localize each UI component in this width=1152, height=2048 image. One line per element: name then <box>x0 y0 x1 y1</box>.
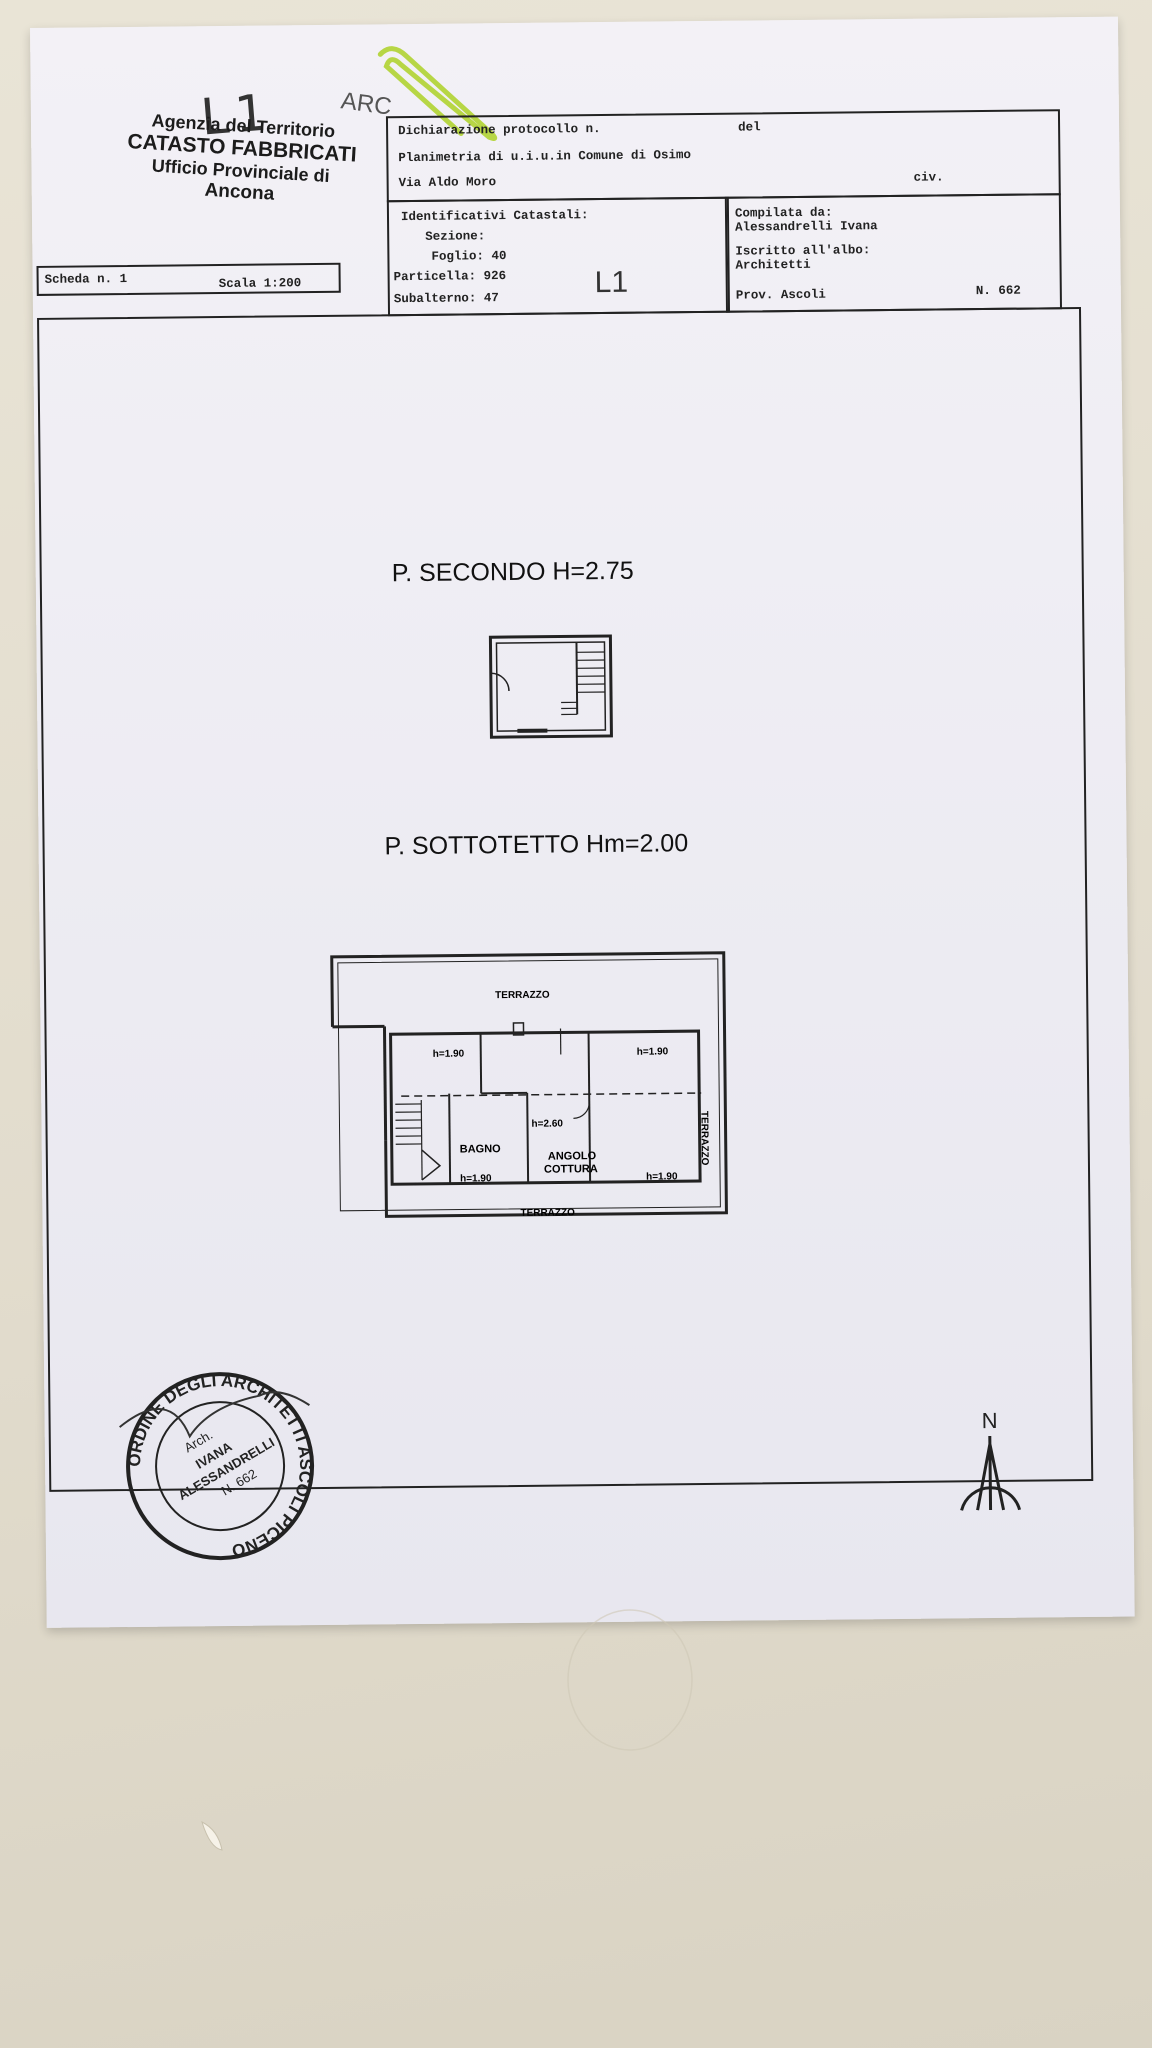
compiler-label: Compilata da: <box>734 205 833 221</box>
scheda-scale: Scala 1:200 <box>218 276 302 292</box>
foglio: Foglio: 40 <box>431 249 507 264</box>
sezione: Sezione: <box>425 229 486 244</box>
protocol-box: Dichiarazione protocollo n. del Planimet… <box>385 109 1061 203</box>
municipality: Planimetria di u.i.u.in Comune di Osimo <box>398 148 692 166</box>
compiler-name: Alessandrelli Ivana <box>735 219 878 235</box>
compass-icon <box>960 1436 1022 1511</box>
protocol-date: del <box>738 120 761 135</box>
height-right-top: h=1.90 <box>636 1046 669 1058</box>
attic-floor-plan <box>330 951 728 1218</box>
height-center: h=2.60 <box>531 1118 563 1130</box>
terrace-bottom-label: TERRAZZO <box>520 1207 575 1219</box>
north-arrow: N <box>955 1408 1026 1520</box>
paperclip-icon <box>377 46 498 141</box>
handwritten-l1: L1 <box>594 265 629 300</box>
second-floor-plan <box>488 634 613 739</box>
agency-header: Agenzia del Territorio CATASTO FABBRICAT… <box>89 107 394 213</box>
albo-label: Iscritto all'albo: <box>735 243 871 259</box>
albo: Architetti <box>735 257 811 273</box>
kitchen-label-1: ANGOLO <box>547 1150 597 1163</box>
attic-title: P. SOTTOTETTO Hm=2.00 <box>384 829 689 861</box>
height-left-top: h=1.90 <box>432 1048 465 1060</box>
cadastral-sheet: L1 ARC Agenzia del Territorio CATASTO FA… <box>30 16 1135 1628</box>
civic-number: civ. <box>913 170 944 185</box>
particella: Particella: 926 <box>393 269 507 285</box>
scheda-number: Scheda n. 1 <box>44 271 128 287</box>
north-label: N <box>981 1407 998 1434</box>
address: Via Aldo Moro <box>398 175 497 191</box>
province: Prov. Ascoli <box>735 287 826 303</box>
bathroom-label: BAGNO <box>459 1143 501 1156</box>
compiler-box: Compilata da: Alessandrelli Ivana Iscrit… <box>724 193 1063 313</box>
subalterno: Subalterno: 47 <box>393 291 499 307</box>
architect-stamp: ORDINE DEGLI ARCHITETTI ASCOLI PICENO Ar… <box>119 1370 316 1561</box>
desk-stain <box>201 1821 223 1851</box>
drawing-frame <box>37 307 1094 1492</box>
second-floor-title: P. SECONDO H=2.75 <box>391 556 634 588</box>
registration-number: N. 662 <box>975 283 1021 299</box>
height-left-bottom: h=1.90 <box>460 1173 492 1185</box>
scheda-box: Scheda n. 1 Scala 1:200 <box>36 262 341 296</box>
terrace-side-label: TERRAZZO <box>698 1110 710 1166</box>
desk-ring <box>567 1609 693 1751</box>
protocol-number: Dichiarazione protocollo n. <box>398 122 601 139</box>
identifiers-heading: Identificativi Catastali: <box>400 208 589 225</box>
identifiers-box: Identificativi Catastali: Sezione: Fogli… <box>386 196 731 317</box>
kitchen-label-2: COTTURA <box>543 1163 598 1176</box>
terrace-top-label: TERRAZZO <box>495 989 550 1002</box>
height-right-bottom: h=1.90 <box>646 1171 678 1183</box>
